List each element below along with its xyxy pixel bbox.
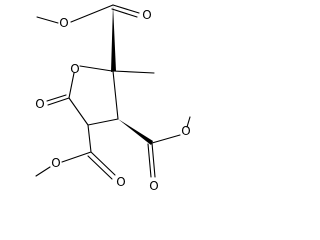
atom-label-bottom-ester-ether-o: O bbox=[51, 156, 60, 170]
bond-right-ester-carbonyl-c-o-double-2 bbox=[147, 143, 152, 178]
atom-label-right-ester-carbonyl-o: O bbox=[149, 179, 158, 193]
bond-right-ester-o-to-methyl bbox=[186, 116, 191, 128]
atom-label-right-ester-ether-o: O bbox=[181, 124, 190, 138]
bond-lactone-c-o-double-2 bbox=[46, 94, 67, 102]
bond-right-ester-carbonyl-c-to-o bbox=[151, 134, 181, 144]
bond-bottom-ester-carbonyl-c-to-o bbox=[61, 151, 92, 163]
chemical-structure-diagram: O O O O O O O O bbox=[35, 4, 191, 193]
bond-methyl bbox=[112, 70, 155, 74]
bond-top-ester-methyl bbox=[36, 16, 59, 24]
atom-label-top-ester-ether-o: O bbox=[59, 16, 68, 30]
bond-top-ester-carbonyl-c-o-double-1 bbox=[112, 4, 140, 14]
bond-right-ester-carbonyl-c-o-double-1 bbox=[151, 142, 156, 178]
bond-bottom-ester-carbonyl-c-o-double-2 bbox=[87, 155, 113, 180]
bond-bottom-ester-carbonyl-c-o-double-1 bbox=[90, 151, 116, 176]
bond-ring-o-to-quaternary-c bbox=[79, 65, 113, 72]
atom-label-ring-o: O bbox=[70, 62, 79, 76]
atom-label-bottom-ester-carbonyl-o: O bbox=[116, 175, 125, 189]
bond-c4-to-bottom-ester-c bbox=[87, 124, 92, 153]
bond-bottom-ester-o-to-methyl bbox=[35, 166, 51, 177]
atom-label-lactone-carbonyl-o: O bbox=[35, 97, 44, 111]
bond-ring-quaternary-c-to-c3 bbox=[112, 70, 119, 120]
bond-ring-c4-to-carbonyl-c bbox=[68, 97, 89, 126]
atom-label-top-ester-carbonyl-o: O bbox=[142, 8, 151, 22]
bond-top-ester-o-to-carbonyl-c bbox=[70, 4, 114, 23]
bond-lactone-c-o-double-1 bbox=[47, 97, 70, 106]
bond-top-ester-carbonyl-c-o-double-2 bbox=[111, 8, 138, 18]
bond-ring-carbonyl-c-to-ring-o bbox=[68, 72, 75, 99]
bond-ring-c3-to-c4 bbox=[87, 118, 119, 126]
wedge-bond-c3-to-right-ester bbox=[118, 119, 153, 145]
wedge-bond-quaternary-c-to-top-ester bbox=[111, 5, 116, 72]
